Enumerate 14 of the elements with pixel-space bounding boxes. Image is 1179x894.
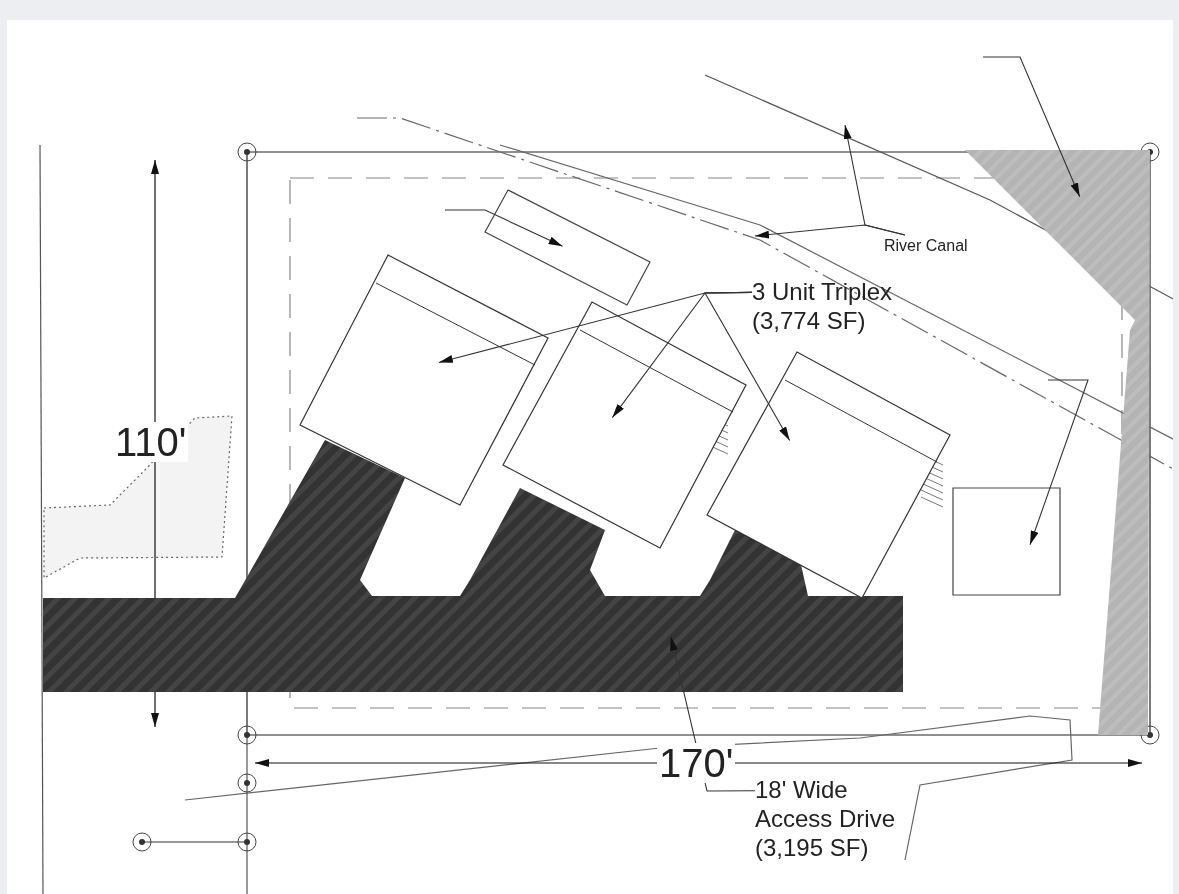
leader-arrow — [444, 209, 564, 247]
building-outline — [300, 255, 548, 505]
callout-text: 3 Unit Triplex (3,774 SF) — [752, 278, 927, 336]
shaded-area — [965, 150, 1150, 735]
rectangle-outline — [485, 190, 650, 305]
building-outline — [707, 352, 950, 598]
leader-arrow — [982, 56, 1081, 198]
callout-text: River Canal — [884, 236, 994, 256]
leader-arrow — [704, 291, 791, 442]
square-outline — [953, 488, 1060, 595]
leader-arrow — [843, 124, 906, 236]
callout-text: 18' Wide Access Drive (3,195 SF) — [755, 776, 925, 863]
dimension-label: 170' — [657, 743, 736, 783]
leader-arrow — [1029, 379, 1089, 546]
